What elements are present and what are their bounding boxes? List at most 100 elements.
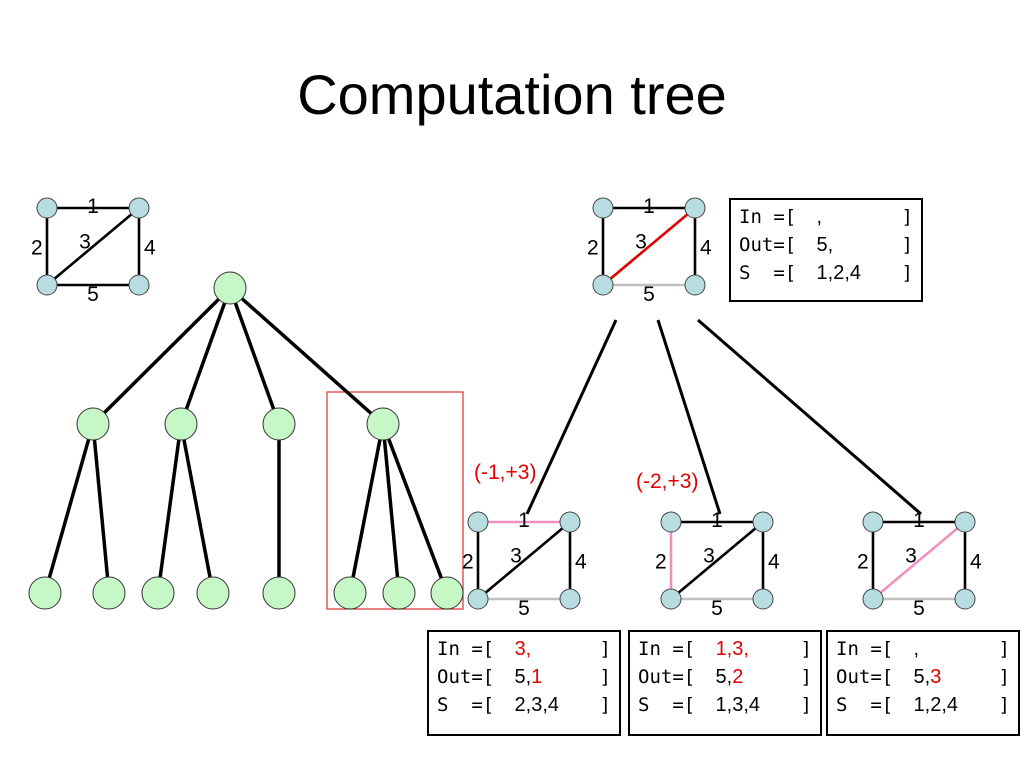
edge-label-1: 1 [711,509,723,532]
edge-label-3: 3 [510,545,522,568]
graph-vertex [660,511,682,533]
graph-vertex [559,511,581,533]
graph-vertex [862,588,884,610]
out-row: Out=[ 5,3] [836,666,1010,688]
tree-node [76,407,110,441]
edge-label-2: 2 [587,237,599,260]
in-row: In =[ ,] [739,206,913,228]
state-box-child-3: In =[ ,] Out=[ 5,3] S =[ 1,2,4] [826,630,1020,736]
graph-edge-3 [46,207,140,286]
edge-label-4: 4 [144,237,156,260]
state-box-root: In =[ ,] Out=[ 5,] S =[ 1,2,4] [729,198,923,302]
graph-vertex [954,588,976,610]
graph-vertex [36,197,58,219]
graph-edge-3 [670,521,764,600]
edge-label-5: 5 [518,597,530,620]
tree-edge [228,287,281,425]
graph-vertex [684,274,706,296]
graph-child-2: 1 2 3 4 5 [655,509,780,620]
edge-label-4: 4 [700,237,712,260]
tree-root-node [213,271,247,305]
edge-label-4: 4 [575,551,587,574]
graph-vertex [592,197,614,219]
tree-edge [348,423,385,594]
tree-edge [91,286,232,426]
delta-label-child-2: (-2,+3) [636,470,698,493]
graph-root-state: 1 2 3 4 5 [587,195,712,306]
tree-edge [228,286,385,426]
tree-node [164,407,198,441]
graph-vertex [128,274,150,296]
slide-title: Computation tree [297,63,727,126]
tree-node [262,407,296,441]
graph-edge-3 [477,521,571,600]
tree-leaf-node [430,576,464,610]
out-row: Out=[ 5,] [739,234,913,256]
edge-label-5: 5 [711,597,723,620]
tree-leaf-node [196,576,230,610]
tree-branch-arrow [525,319,618,515]
graph-vertex [954,511,976,533]
delta-label-child-1: (-1,+3) [474,461,536,484]
tree-branch-arrow [656,319,722,515]
edge-label-4: 4 [768,551,780,574]
edge-label-2: 2 [857,551,869,574]
graph-vertex [128,197,150,219]
s-row: S =[ 2,3,4] [437,694,611,716]
tree-leaf-node [28,576,62,610]
state-box-child-1: In =[ 3,] Out=[ 5,1] S =[ 2,3,4] [427,630,621,736]
tree-leaf-node [262,576,296,610]
tree-edge [156,423,183,594]
edge-label-1: 1 [913,509,925,532]
edge-label-2: 2 [462,551,474,574]
out-row: Out=[ 5,2] [638,666,812,688]
edge-label-5: 5 [643,283,655,306]
edge-label-1: 1 [87,195,99,218]
s-row: S =[ 1,2,4] [836,694,1010,716]
tree-edge [43,423,95,594]
edge-label-3: 3 [703,545,715,568]
out-row: Out=[ 5,1] [437,666,611,688]
tree-edge [179,423,215,594]
edge-label-1: 1 [643,195,655,218]
graph-vertex [862,511,884,533]
tree-edge [381,423,449,594]
graph-base: 1 2 3 4 5 [31,195,156,306]
tree-node [366,407,400,441]
computation-tree [28,271,464,610]
edge-label-5: 5 [913,597,925,620]
in-row: In =[ ,] [836,638,1010,660]
graph-vertex [660,588,682,610]
edge-label-3: 3 [905,545,917,568]
in-row: In =[ 3,] [437,638,611,660]
tree-leaf-node [333,576,367,610]
in-row: In =[ 1,3,] [638,638,812,660]
edge-label-2: 2 [31,237,43,260]
tree-branch-arrow [697,318,922,516]
graph-vertex [36,274,58,296]
graph-vertex [467,588,489,610]
graph-vertex [467,511,489,533]
graph-child-3: 1 2 3 4 5 [857,509,982,620]
edge-label-4: 4 [970,551,982,574]
tree-leaf-node [141,576,175,610]
graph-vertex [752,588,774,610]
graph-vertex [592,274,614,296]
graph-vertex [752,511,774,533]
graph-edge-3 [872,521,966,600]
tree-leaf-node [92,576,126,610]
tree-edge [381,423,401,594]
tree-edge [91,423,111,594]
edge-label-3: 3 [79,231,91,254]
s-row: S =[ 1,2,4] [739,262,913,284]
edge-label-3: 3 [635,231,647,254]
graph-edge-3 [602,207,696,286]
edge-label-2: 2 [655,551,667,574]
s-row: S =[ 1,3,4] [638,694,812,716]
tree-edge [179,287,232,425]
edge-label-5: 5 [87,283,99,306]
graph-vertex [684,197,706,219]
